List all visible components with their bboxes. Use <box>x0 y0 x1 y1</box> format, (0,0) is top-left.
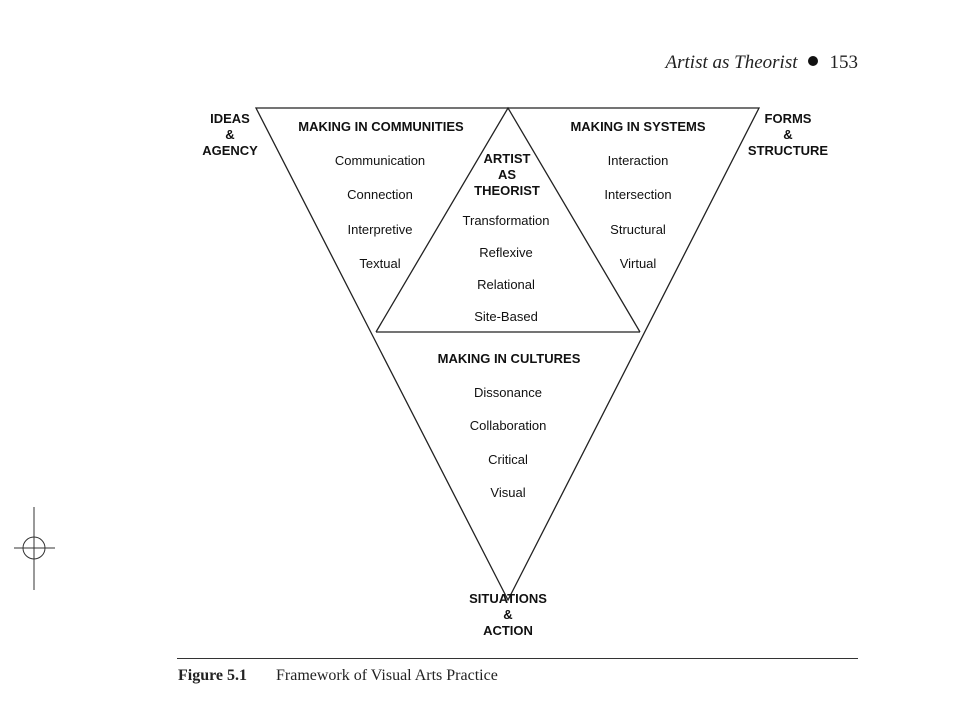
cultures-item: Dissonance <box>474 385 542 400</box>
corner-forms-structure: FORMS & STRUCTURE <box>748 111 828 159</box>
figure-caption: Framework of Visual Arts Practice <box>276 667 498 684</box>
corner-line: IDEAS <box>210 111 250 126</box>
corner-line: SITUATIONS <box>469 591 547 606</box>
corner-line: AGENCY <box>202 143 258 158</box>
center-item: Reflexive <box>479 245 533 260</box>
caption-rule <box>177 658 858 659</box>
corner-line: & <box>783 127 793 142</box>
page-number: 153 <box>829 52 859 73</box>
center-item: Transformation <box>462 213 550 228</box>
center-title: ARTIST AS THEORIST <box>474 151 540 199</box>
center-title-line: ARTIST <box>483 151 531 166</box>
cultures-title: MAKING IN CULTURES <box>437 351 581 366</box>
inner-triangle <box>375 106 641 333</box>
corner-ideas-agency: IDEAS & AGENCY <box>202 111 258 159</box>
running-title: Artist as Theorist <box>665 52 798 73</box>
corner-line: ACTION <box>483 623 533 638</box>
corner-situations-action: SITUATIONS & ACTION <box>469 591 547 639</box>
systems-item: Virtual <box>619 256 657 271</box>
corner-line: FORMS <box>764 111 812 126</box>
systems-item: Intersection <box>604 187 672 202</box>
running-header: Artist as Theorist 153 <box>666 52 858 74</box>
communities-item: Communication <box>334 153 426 168</box>
registration-mark-icon <box>14 507 55 590</box>
center-item: Site-Based <box>474 309 538 324</box>
cultures-item: Visual <box>490 485 526 500</box>
figure-label: Figure 5.1 <box>178 667 248 684</box>
systems-item: Interaction <box>607 153 669 168</box>
bullet-icon <box>807 56 818 66</box>
center-item: Relational <box>477 277 535 292</box>
communities-item: Interpretive <box>347 222 413 237</box>
cultures-item: Critical <box>488 452 528 467</box>
communities-title: MAKING IN COMMUNITIES <box>298 119 464 134</box>
center-title-line: THEORIST <box>474 183 540 198</box>
systems-item: Structural <box>610 222 666 237</box>
corner-line: & <box>225 127 235 142</box>
corner-line: & <box>503 607 513 622</box>
communities-item: Connection <box>347 187 413 202</box>
cultures-item: Collaboration <box>469 418 547 433</box>
corner-line: STRUCTURE <box>747 143 829 158</box>
communities-item: Textual <box>359 256 401 271</box>
center-title-line: AS <box>497 167 517 182</box>
systems-title: MAKING IN SYSTEMS <box>570 119 706 134</box>
